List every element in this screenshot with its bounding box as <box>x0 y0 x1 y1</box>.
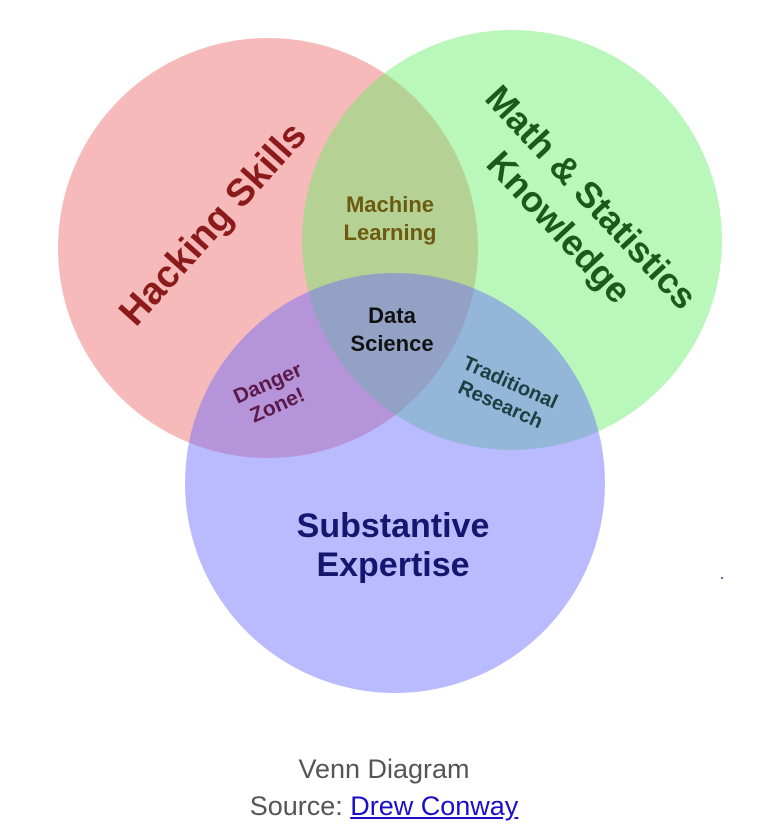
stray-dot <box>721 577 723 579</box>
learning-label: Learning <box>344 220 437 245</box>
drew-conway-link[interactable]: Drew Conway <box>350 791 519 821</box>
expertise-label: Expertise <box>316 546 469 584</box>
machine-learning-label: Machine <box>346 192 434 217</box>
math-statistics-circle <box>302 30 722 450</box>
science-label: Science <box>350 331 433 356</box>
caption-title: Venn Diagram <box>298 754 470 784</box>
source-prefix: Source: <box>249 791 351 821</box>
venn-diagram: Hacking Skills Math & Statistics Knowled… <box>58 30 723 693</box>
data-science-label: Data <box>368 303 416 328</box>
substantive-expertise-circle <box>185 273 605 693</box>
hacking-skills-circle <box>58 38 478 458</box>
substantive-label: Substantive <box>297 507 490 545</box>
caption-source: Source: Drew Conway <box>0 789 768 823</box>
